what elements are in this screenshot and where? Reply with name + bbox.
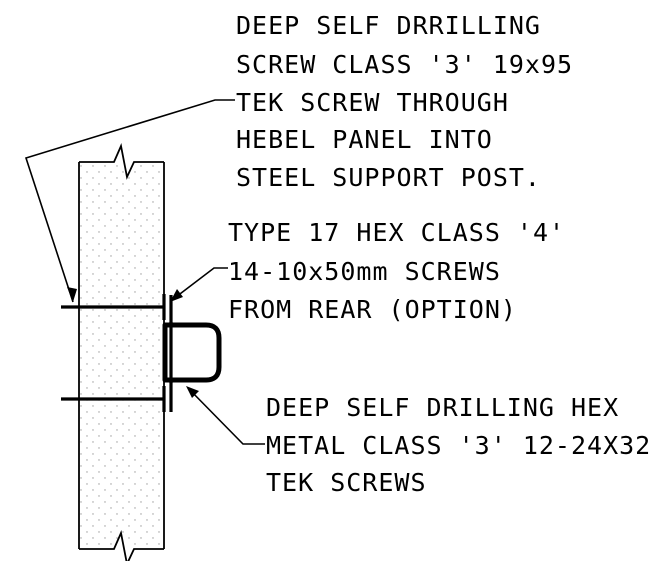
steel-support-post <box>162 322 222 383</box>
note-top-line-4: HEBEL PANEL INTO <box>236 125 493 154</box>
note-top-line-2: SCREW CLASS '3' 19x95 <box>236 50 573 79</box>
panel-fill <box>79 162 164 549</box>
panel-bottom-break-line <box>79 529 164 561</box>
note-top-line-1: DEEP SELF DRRILLING <box>236 11 541 40</box>
tek-screw-upper <box>61 294 166 320</box>
note-middle-line-1: TYPE 17 HEX CLASS '4' <box>228 218 565 247</box>
leader-top-note <box>24 99 235 303</box>
leader-middle-note <box>170 267 228 302</box>
note-top-line-5: STEEL SUPPORT POST. <box>236 163 541 192</box>
note-bottom-line-3: TEK SCREWS <box>266 468 427 497</box>
leader-bottom-note <box>186 386 265 445</box>
note-bottom-line-2: METAL CLASS '3' 12-24X32 <box>266 431 651 460</box>
note-middle-line-3: FROM REAR (OPTION) <box>228 295 517 324</box>
tek-screw-lower <box>61 386 166 412</box>
note-top-line-3: TEK SCREW THROUGH <box>236 88 509 117</box>
note-bottom-line-1: DEEP SELF DRILLING HEX <box>266 393 619 422</box>
note-middle-line-2: 14-10x50mm SCREWS <box>228 257 501 286</box>
hebel-panel <box>78 142 165 561</box>
panel-top-break-line <box>79 142 164 180</box>
